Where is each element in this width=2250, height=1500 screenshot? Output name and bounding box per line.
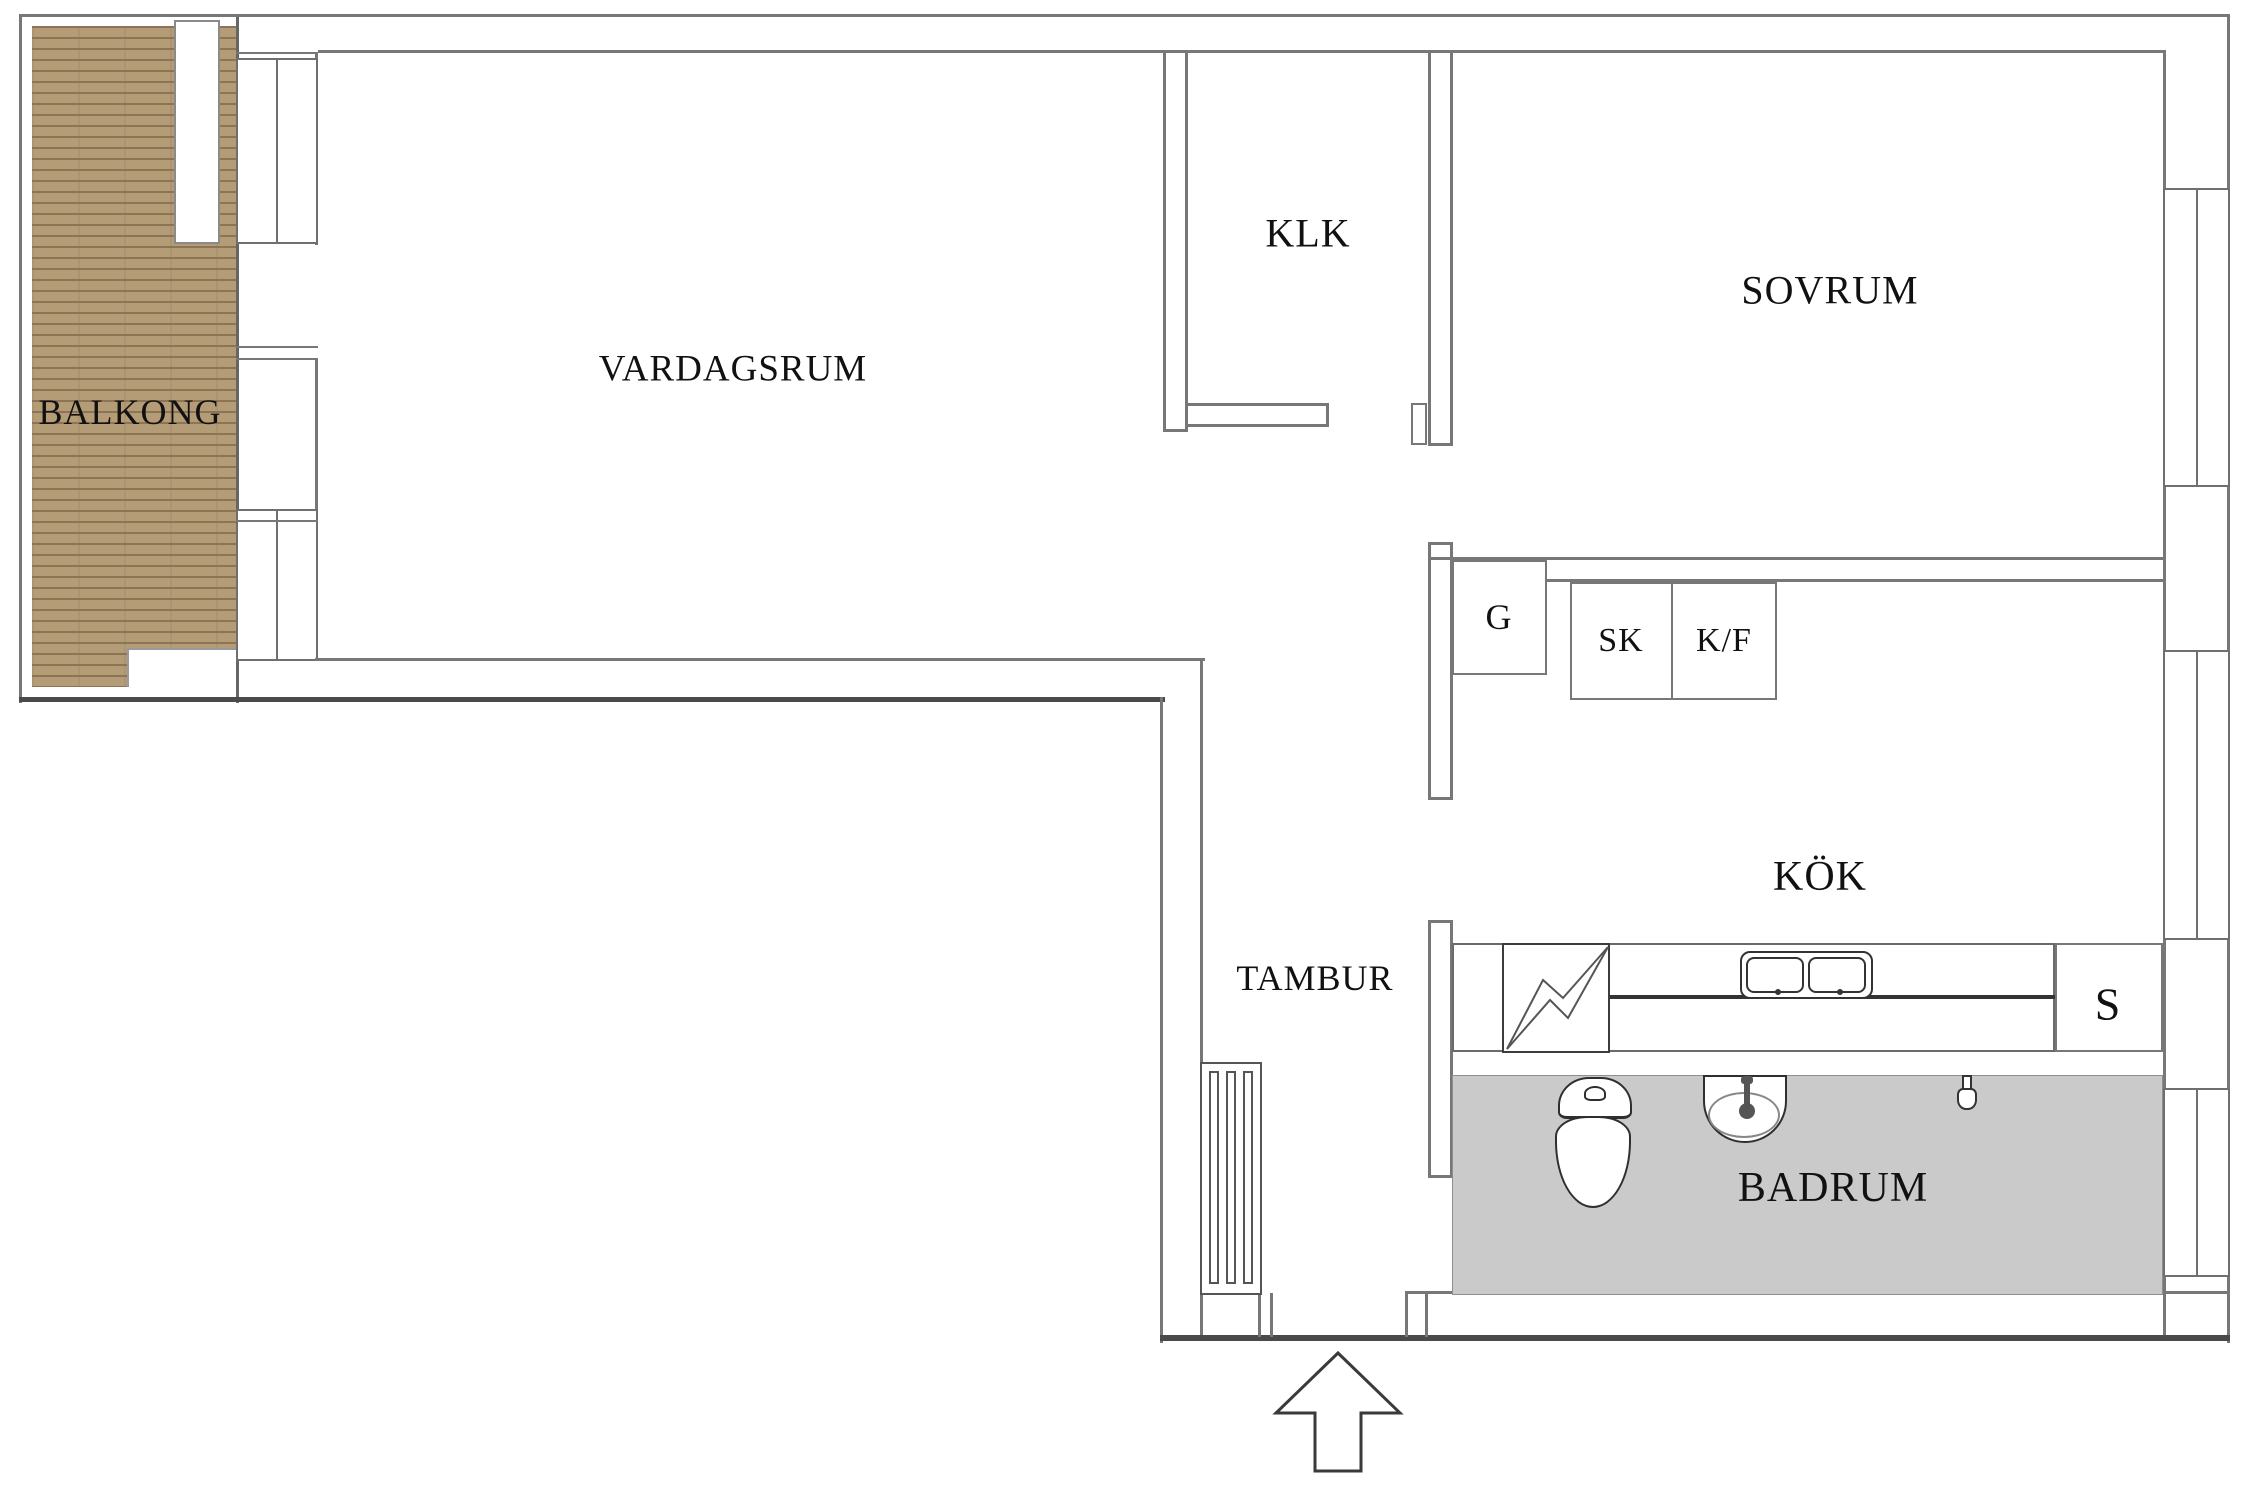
wall-klk-bottom-b	[1185, 424, 1328, 427]
closet-g	[1452, 560, 1547, 675]
entrance-arrow-icon	[1272, 1350, 1404, 1473]
balcony-rail-left	[19, 14, 22, 703]
balcony-notch	[127, 648, 237, 687]
west-window-lower-cap	[236, 520, 318, 522]
room-label-sk: SK	[1598, 622, 1644, 659]
wall-west-inner-b	[315, 360, 318, 510]
wall-top-outer	[236, 14, 2230, 17]
wall-tambur-east2-capbot	[1428, 1175, 1453, 1178]
toilet-button	[1584, 1086, 1606, 1101]
entry-step-right-b	[1425, 1293, 1428, 1337]
closet-sk	[1570, 582, 1673, 700]
west-window-lower	[236, 509, 318, 661]
wall-klk-sovrum-cap	[1428, 443, 1453, 446]
room-label-balkong: BALKONG	[38, 392, 222, 432]
room-label-vardagsrum: VARDAGSRUM	[598, 348, 868, 390]
wall-tambur-west-outer	[1160, 697, 1163, 1343]
entry-step-right-a	[1405, 1293, 1408, 1337]
west-window-upper	[236, 58, 318, 244]
wall-tambur-east1-capbot	[1428, 797, 1453, 800]
balcony-door-threshold-a	[236, 346, 318, 348]
wall-tambur-east1-a	[1428, 542, 1431, 800]
room-label-kf: K/F	[1696, 622, 1752, 659]
entry-step-left-a	[1258, 1293, 1261, 1337]
wall-klk-sovrum-b	[1450, 52, 1453, 446]
wall-tambur-east2-captop	[1428, 920, 1453, 923]
entry-step-left-b	[1270, 1293, 1273, 1337]
balcony-door-threshold-b	[236, 358, 318, 360]
wall-sovrum-south-a	[1428, 557, 2163, 560]
wall-bottom-outer	[1160, 1335, 2230, 1341]
wall-klk-bottom-a	[1185, 403, 1328, 406]
east-window-sovrum	[2163, 188, 2230, 487]
wall-vardagsrum-klk-cap	[1163, 429, 1188, 432]
klk-door-jamb	[1411, 403, 1427, 445]
wall-southwest-outer	[19, 697, 1165, 702]
wall-topleft-corner	[236, 52, 318, 54]
closet-s	[2055, 943, 2163, 1052]
room-label-g: G	[1485, 597, 1513, 637]
wall-klk-bottom-cap	[1326, 403, 1329, 427]
room-label-kok: KÖK	[1773, 854, 1867, 900]
balcony-screen	[174, 20, 220, 244]
closet-kf	[1671, 582, 1777, 700]
wall-tambur-east1-b	[1450, 542, 1453, 800]
wall-southwest-upper	[315, 658, 1205, 661]
wall-tambur-west-inner	[1200, 658, 1203, 1335]
radiator-icon	[1200, 1062, 1262, 1295]
east-window-badrum	[2163, 1088, 2230, 1277]
room-label-badrum: BADRUM	[1737, 1165, 1929, 1211]
washbasin-icon	[1703, 1075, 1787, 1143]
wall-tambur-east2-b	[1450, 920, 1453, 1178]
balcony-rail-top	[19, 14, 241, 17]
wall-tambur-east1-captop	[1428, 542, 1453, 545]
wall-sovrum-south-b	[1452, 579, 2163, 582]
shower-tap-icon	[1957, 1075, 1977, 1111]
room-label-sovrum: SOVRUM	[1741, 267, 1919, 313]
room-label-s: S	[2094, 978, 2122, 1030]
wall-tambur-east2-a	[1428, 920, 1431, 1178]
wall-top-inner	[318, 50, 2163, 53]
wall-vardagsrum-klk-a	[1163, 52, 1166, 432]
east-window-kok	[2163, 650, 2230, 940]
double-sink-icon	[1740, 951, 1873, 999]
wall-klk-sovrum-a	[1428, 52, 1431, 446]
wall-vardagsrum-klk-b	[1185, 52, 1188, 429]
room-label-tambur: TAMBUR	[1236, 958, 1394, 998]
stove-lightning-icon	[1506, 946, 1609, 1050]
room-label-klk: KLK	[1265, 210, 1351, 256]
